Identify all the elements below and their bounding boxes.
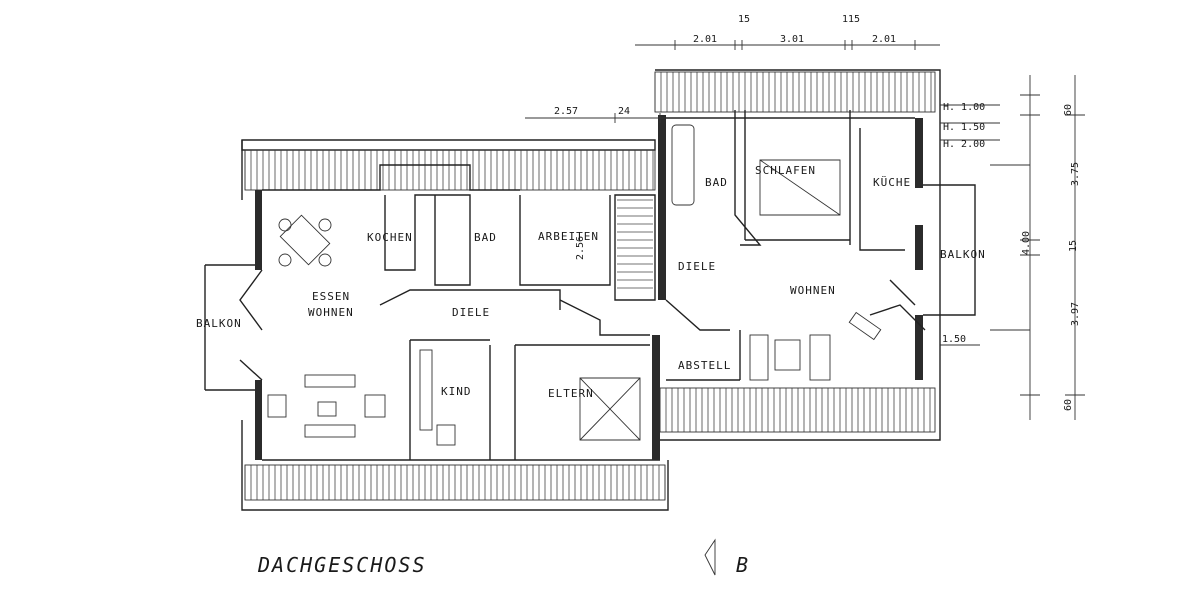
section-marker: B bbox=[736, 553, 750, 577]
dimension-lines bbox=[525, 40, 1085, 576]
dim-right-1: 60 bbox=[1063, 104, 1074, 116]
label-arbeiten-area: 2.56 bbox=[575, 236, 586, 260]
dim-right-5: 60 bbox=[1063, 399, 1074, 411]
staircase bbox=[617, 199, 653, 289]
label-diele-right: DIELE bbox=[678, 260, 716, 273]
roof-hatching-bottom-right bbox=[659, 387, 936, 433]
label-balkon-right: BALKON bbox=[940, 248, 986, 261]
left-unit bbox=[204, 139, 669, 511]
dim-400: 4.00 bbox=[1021, 231, 1032, 255]
label-kueche: KÜCHE bbox=[873, 176, 911, 189]
label-eltern: ELTERN bbox=[548, 387, 594, 400]
label-kind: KIND bbox=[441, 385, 472, 398]
label-schlafen: SCHLAFEN bbox=[755, 164, 816, 177]
label-balkon-left: BALKON bbox=[196, 317, 242, 330]
label-kochen: KOCHEN bbox=[367, 231, 413, 244]
roof-hatching-bottom-left bbox=[244, 464, 666, 501]
label-arbeiten: ARBEITEN bbox=[538, 230, 599, 243]
plan-title: DACHGESCHOSS bbox=[257, 553, 427, 577]
label-diele-left: DIELE bbox=[452, 306, 490, 319]
dim-150: 1.50 bbox=[942, 334, 966, 345]
label-essen: ESSEN bbox=[312, 290, 350, 303]
dim-right-3: 15 bbox=[1068, 240, 1079, 252]
roof-hatching-top-left bbox=[244, 149, 656, 191]
dim-top-2: 15 bbox=[738, 14, 750, 25]
dim-top-4: 115 bbox=[842, 14, 860, 25]
dim-height-1: H. 1.00 bbox=[943, 102, 985, 113]
label-bad-left: BAD bbox=[474, 231, 497, 244]
label-bad-right: BAD bbox=[705, 176, 728, 189]
dim-right-4: 3.97 bbox=[1070, 302, 1081, 326]
dim-right-2: 3.75 bbox=[1070, 162, 1081, 186]
dim-mid-1: 2.57 bbox=[554, 106, 578, 117]
room-labels: KOCHEN BAD ARBEITEN 2.56 ESSEN WOHNEN DI… bbox=[196, 164, 986, 400]
right-unit bbox=[652, 69, 976, 460]
label-wohnen-right: WOHNEN bbox=[790, 284, 836, 297]
dim-height-3: H. 2.00 bbox=[943, 139, 985, 150]
label-wohnen-left: WOHNEN bbox=[308, 306, 354, 319]
label-abstell: ABSTELL bbox=[678, 359, 731, 372]
dimension-labels: 2.01 15 3.01 115 2.01 2.57 24 H. 1.00 H.… bbox=[554, 14, 1081, 411]
dim-top-5: 2.01 bbox=[872, 34, 896, 45]
dim-top-1: 2.01 bbox=[693, 34, 717, 45]
roof-hatching-top-right bbox=[654, 71, 936, 113]
dim-height-2: H. 1.50 bbox=[943, 122, 985, 133]
dim-top-3: 3.01 bbox=[780, 34, 804, 45]
dim-mid-2: 24 bbox=[618, 106, 630, 117]
